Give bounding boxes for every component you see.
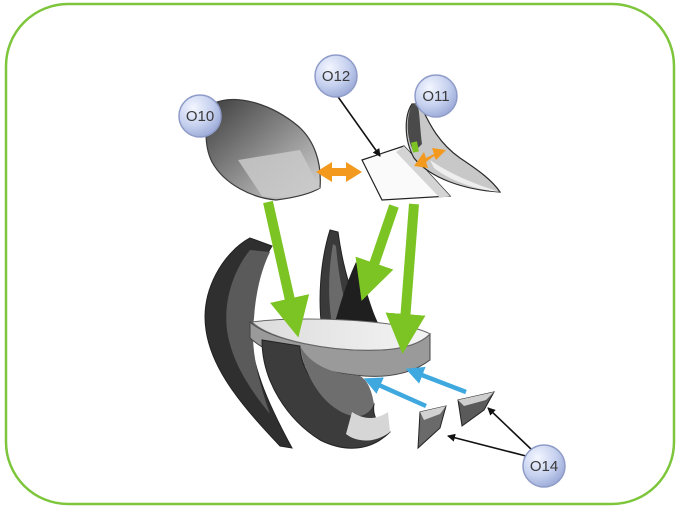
badge-o12-label: O12 xyxy=(322,68,350,85)
badge-o14: O14 xyxy=(523,445,565,487)
badge-o10: O10 xyxy=(179,95,221,137)
green-arrow-o11 xyxy=(414,142,416,152)
badge-o11-label: O11 xyxy=(422,88,449,105)
badge-o14-label: O14 xyxy=(530,458,558,475)
badge-o10-label: O10 xyxy=(186,108,214,125)
badge-o12: O12 xyxy=(315,55,357,97)
badge-o11: O11 xyxy=(415,75,457,117)
